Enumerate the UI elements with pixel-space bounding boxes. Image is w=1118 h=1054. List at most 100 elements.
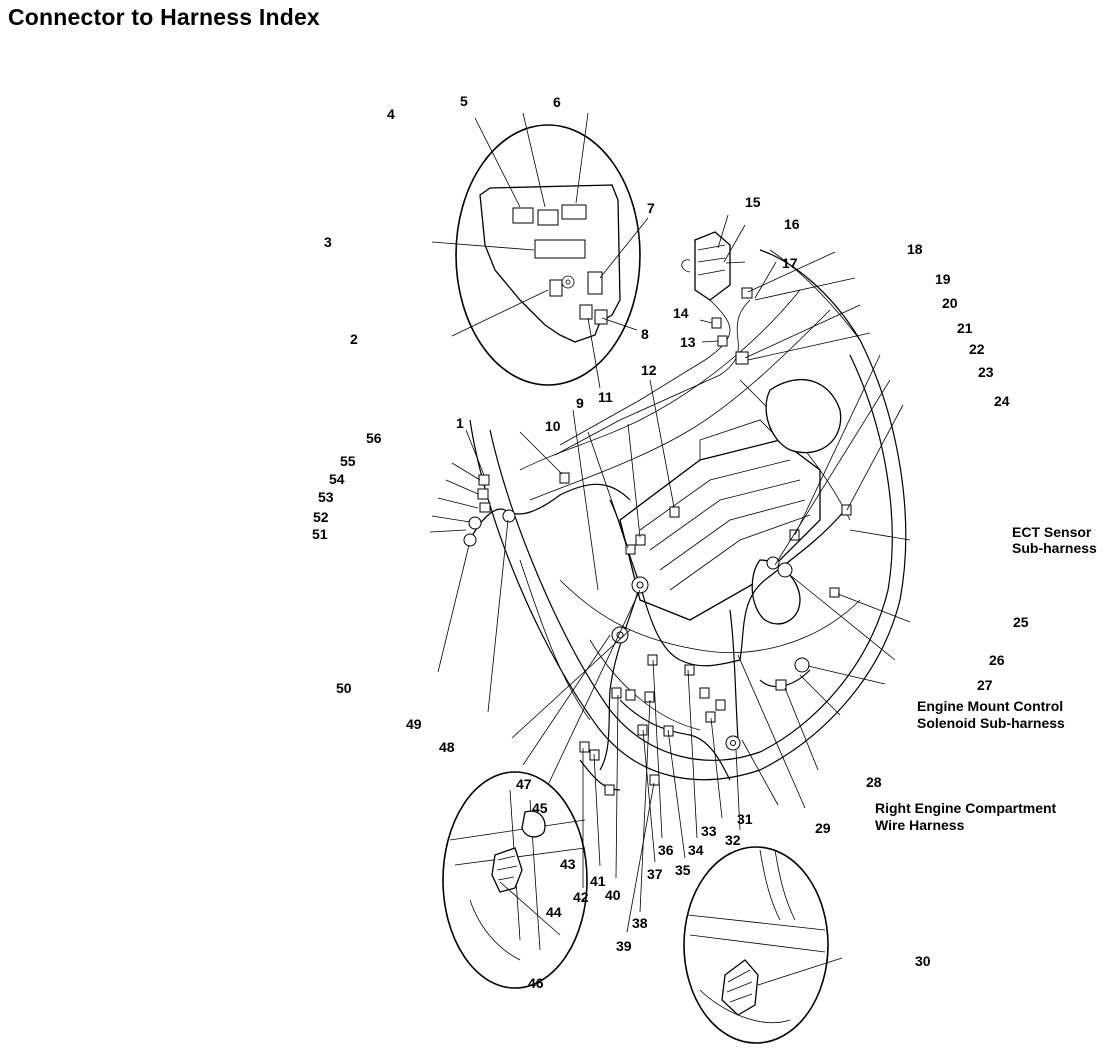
callout-31: 31 <box>737 811 753 827</box>
leader-25 <box>837 593 911 623</box>
callout-14: 14 <box>673 305 689 321</box>
callout-52: 52 <box>313 509 329 525</box>
page-title: Connector to Harness Index <box>8 4 320 30</box>
callout-26: 26 <box>989 652 1005 668</box>
leader-15 <box>717 214 729 249</box>
leader-46-inset <box>499 881 561 936</box>
callout-51: 51 <box>312 526 328 542</box>
callout-6: 6 <box>553 94 561 110</box>
leader-30 <box>757 957 843 986</box>
leader-26 <box>789 574 896 661</box>
callout-46: 46 <box>528 975 544 991</box>
leader-ect <box>849 529 911 541</box>
harness-wiring <box>469 483 846 791</box>
ect-sensor-label-line2: Sub-harness <box>1012 540 1097 556</box>
leader-35 <box>667 729 686 859</box>
callout-19: 19 <box>935 271 951 287</box>
leader-33 <box>710 717 723 819</box>
leader-2 <box>451 289 549 337</box>
harness-labels: ECT Sensor Sub-harness Engine Mount Cont… <box>875 524 1097 833</box>
leader-54 <box>445 479 479 495</box>
leader-36 <box>652 659 663 839</box>
callout-17: 17 <box>782 255 798 271</box>
leader-49 <box>487 519 509 713</box>
callout-42: 42 <box>573 889 589 905</box>
callout-2: 2 <box>350 331 358 347</box>
callout-36: 36 <box>658 842 674 858</box>
leader-19 <box>754 277 856 301</box>
relay-assembly <box>554 231 751 456</box>
right-engine-harness-label-line2: Wire Harness <box>875 817 965 833</box>
right-lower-inset <box>683 846 829 1044</box>
engine-mount-label-line1: Engine Mount Control <box>917 698 1063 714</box>
callout-47: 47 <box>516 776 532 792</box>
left-lower-inset <box>442 771 588 989</box>
callout-40: 40 <box>605 887 621 903</box>
engine-block <box>619 379 842 625</box>
leader-28 <box>784 687 819 771</box>
leader-47b <box>547 589 641 786</box>
callout-29: 29 <box>815 820 831 836</box>
callout-48: 48 <box>439 739 455 755</box>
leader-21 <box>747 332 871 361</box>
leader-31 <box>741 739 779 806</box>
callout-12: 12 <box>641 362 657 378</box>
leader-12b <box>627 423 641 538</box>
callout-22: 22 <box>969 341 985 357</box>
leader-6 <box>575 112 589 204</box>
callout-1: 1 <box>456 415 464 431</box>
callout-50: 50 <box>336 680 352 696</box>
callout-49: 49 <box>406 716 422 732</box>
leader-8 <box>601 317 638 331</box>
callout-16: 16 <box>784 216 800 232</box>
leader-22 <box>794 354 881 536</box>
leader-50 <box>437 544 470 673</box>
leader-51 <box>429 529 467 533</box>
callout-54: 54 <box>329 471 345 487</box>
leader-39 <box>626 782 655 933</box>
right-engine-harness-label-line1: Right Engine Compartment <box>875 800 1057 816</box>
callout-20: 20 <box>942 295 958 311</box>
leader-17 <box>754 261 777 299</box>
leader-11 <box>587 317 601 389</box>
callout-15: 15 <box>745 194 761 210</box>
leader-34 <box>687 669 698 839</box>
leader-5 <box>474 117 521 208</box>
leader-9b <box>587 431 629 549</box>
callout-43: 43 <box>560 856 576 872</box>
callout-37: 37 <box>647 866 663 882</box>
callout-25: 25 <box>1013 614 1029 630</box>
callout-34: 34 <box>688 842 704 858</box>
callout-38: 38 <box>632 915 648 931</box>
leader-1 <box>465 429 485 476</box>
leader-14 <box>699 319 713 324</box>
callout-53: 53 <box>318 489 334 505</box>
leader-53 <box>437 497 479 509</box>
callout-55: 55 <box>340 453 356 469</box>
callout-23: 23 <box>978 364 994 380</box>
leader-52 <box>431 515 471 523</box>
callout-7: 7 <box>647 200 655 216</box>
leader-emcs <box>799 674 841 716</box>
leader-5b <box>522 112 546 208</box>
callout-44: 44 <box>546 904 562 920</box>
leader-29 <box>737 654 806 809</box>
callout-56: 56 <box>366 430 382 446</box>
leader-7 <box>599 217 649 279</box>
leader-40 <box>615 694 619 879</box>
callout-5: 5 <box>460 93 468 109</box>
callout-32: 32 <box>725 832 741 848</box>
leader-lines <box>429 112 911 986</box>
fuse-box-inset <box>455 124 641 386</box>
callout-8: 8 <box>641 326 649 342</box>
callout-21: 21 <box>957 320 973 336</box>
callout-45: 45 <box>532 800 548 816</box>
leader-13 <box>701 340 719 343</box>
leader-32 <box>735 749 741 831</box>
leader-48 <box>511 629 631 739</box>
engine-compartment-outline <box>469 249 907 781</box>
callout-33: 33 <box>701 823 717 839</box>
callout-4: 4 <box>387 106 395 122</box>
leader-47 <box>522 634 611 766</box>
